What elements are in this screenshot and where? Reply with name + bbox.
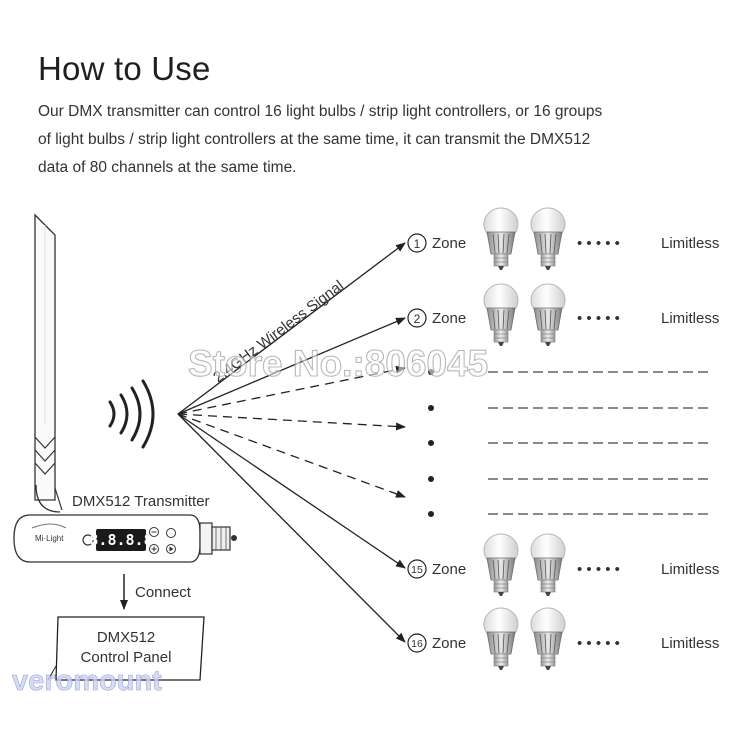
light-bulb-icon <box>530 283 566 347</box>
dmx512-control-panel: DMX512 Control Panel <box>47 616 205 681</box>
light-bulb-icon <box>483 283 519 347</box>
light-bulb-icon <box>530 607 566 671</box>
plus-button-icon <box>149 544 159 554</box>
description-line: Our DMX transmitter can control 16 light… <box>38 103 603 120</box>
light-bulb-icon <box>530 207 566 271</box>
antenna <box>34 213 63 513</box>
limitless-label: Limitless <box>661 310 719 327</box>
ray-dashed <box>177 413 406 498</box>
ellipsis-dot <box>428 440 434 446</box>
zone-row-15: 15 Zone • • • • • Limitless <box>407 533 719 597</box>
limitless-label: Limitless <box>661 235 719 252</box>
panel-label-line: Control Panel <box>81 649 172 666</box>
zone-label: Zone <box>432 310 466 327</box>
signal-waves-icon <box>108 379 155 449</box>
description-line: of light bulbs / strip light controllers… <box>38 131 591 148</box>
limitless-label: Limitless <box>661 635 719 652</box>
zone-number: 1 <box>414 237 421 251</box>
description-line: data of 80 channels at the same time. <box>38 159 297 176</box>
more-bulbs-dots: • • • • • <box>577 235 620 252</box>
store-watermark: Store No.:806045 <box>188 343 488 384</box>
brand-watermark: veromount <box>12 665 162 697</box>
led-display-value: 8.8.8.8 <box>89 531 152 549</box>
led-display <box>96 529 146 551</box>
description: Our DMX transmitter can control 16 light… <box>38 98 728 182</box>
ray-dashed <box>177 365 406 415</box>
ray-zone-1 <box>177 242 406 415</box>
zone-number-badge <box>407 308 427 328</box>
zone-row-1: 1 Zone • • • • • Limitless <box>407 207 719 271</box>
ray-zone-2 <box>177 317 406 415</box>
ellipsis-dot <box>428 476 434 482</box>
play-button-icon <box>166 544 176 554</box>
omitted-zones <box>428 369 712 517</box>
ray-zone-16 <box>177 413 406 643</box>
zone-row-2: 2 Zone • • • • • Limitless <box>407 283 719 347</box>
dmx512-transmitter: Mi·Light 8.8.8.8 <box>13 514 237 563</box>
light-bulb-icon <box>530 533 566 597</box>
more-bulbs-dots: • • • • • <box>577 310 620 327</box>
more-bulbs-dots: • • • • • <box>577 635 620 652</box>
mode-button-icon <box>166 528 176 538</box>
more-bulbs-dots: • • • • • <box>577 561 620 578</box>
minus-button-icon <box>149 527 159 537</box>
zone-number-badge <box>407 633 427 653</box>
signal-rays <box>177 242 406 643</box>
panel-label-line: DMX512 <box>97 629 155 646</box>
ellipsis-dot <box>428 369 434 375</box>
ellipsis-dot <box>428 405 434 411</box>
zone-number: 15 <box>411 564 423 576</box>
light-bulb-icon <box>483 533 519 597</box>
zone-label: Zone <box>432 635 466 652</box>
zone-number: 16 <box>411 638 423 650</box>
transmitter-brand-logo: Mi·Light <box>35 534 64 543</box>
zone-number-badge <box>407 233 427 253</box>
zone-number-badge <box>407 559 427 579</box>
power-button-icon <box>82 534 94 546</box>
zone-label: Zone <box>432 235 466 252</box>
ray-zone-15 <box>177 413 406 569</box>
limitless-label: Limitless <box>661 561 719 578</box>
zone-row-16: 16 Zone • • • • • Limitless <box>407 607 719 671</box>
light-bulb-icon <box>483 607 519 671</box>
zone-label: Zone <box>432 561 466 578</box>
ellipsis-dot <box>428 511 434 517</box>
transmitter-label: DMX512 Transmitter <box>72 493 210 510</box>
zone-number: 2 <box>414 312 421 326</box>
ray-dashed <box>177 413 406 431</box>
page-title: How to Use <box>38 50 211 87</box>
light-bulb-icon <box>483 207 519 271</box>
connect-label: Connect <box>135 584 192 601</box>
